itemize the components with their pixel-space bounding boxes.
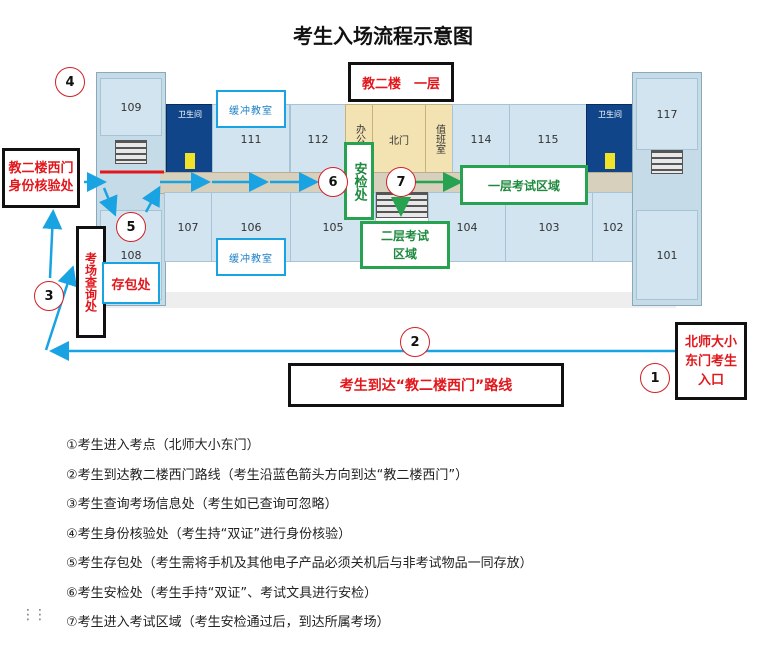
right-wc-label: 卫生间 [598,110,622,119]
step-1-marker: 1 [640,363,670,393]
info-desk-text: 考场查询处 [83,252,98,312]
bag-storage-label: 存包处 [102,262,160,304]
room-117-label: 117 [656,107,678,121]
route-arrow-5b [99,187,118,217]
room-109: 109 [100,78,162,136]
entrance-label: 北师大小东门考生入口 [675,322,747,400]
step-2-marker: 2 [400,327,430,357]
floor-shadow [96,292,676,308]
legend-item: ⑤考生存包处（考生需将手机及其他电子产品必须关机后与非考试物品一同存放） [66,556,533,571]
room-112-label: 112 [307,132,329,146]
floor2-area-label: 二层考试区域 [360,221,450,269]
step-6-marker: 6 [318,167,348,197]
duty-room: 值班室 [425,104,453,174]
step-4-marker: 4 [55,67,85,97]
id-check-label: 教二楼西门身份核验处 [2,148,80,208]
step-3-marker: 3 [34,281,64,311]
route-label: 考生到达“教二楼西门”路线 [288,363,564,407]
north-gate-label: 北门 [389,135,409,147]
building-floor-label: 教二楼 一层 [348,62,454,102]
room-103-label: 103 [538,220,560,234]
route-arrow-4 [42,209,63,279]
buffer-room-top-label: 缓冲教室 [216,90,286,128]
room-115: 115 [509,104,587,174]
stairs-left [115,140,147,164]
left-wc-label: 卫生间 [178,110,202,119]
info-desk-label: 考场查询处 [76,226,106,338]
legend-item: ③考生查询考场信息处（考生如已查询可忽略） [66,497,338,512]
room-101-label: 101 [656,248,678,262]
room-106-label: 106 [240,220,262,234]
drag-handle-icon[interactable]: ⋮⋮ [21,607,47,623]
step-5-marker: 5 [116,212,146,242]
room-109-label: 109 [120,100,142,114]
step-7-marker: 7 [386,167,416,197]
duty-room-label: 值班室 [433,124,445,154]
room-112: 112 [290,104,346,174]
room-101: 101 [636,210,698,300]
room-108-label: 108 [120,248,142,262]
room-107-label: 107 [177,220,199,234]
legend-item: ⑦考生进入考试区域（考生安检通过后，到达所属考场） [66,615,390,630]
room-111-label: 111 [240,132,262,146]
elevator-icon [605,153,615,169]
route-arrow-5c [142,185,161,213]
room-102-label: 102 [602,220,624,234]
office-label: 办公室 [353,124,365,154]
buffer-room-bottom-label: 缓冲教室 [216,238,286,276]
room-115-label: 115 [537,132,559,146]
room-117: 117 [636,78,698,150]
legend-item: ②考生到达教二楼西门路线（考生沿蓝色箭头方向到达“教二楼西门”） [66,467,469,483]
legend: ①考生进入考点（北师大小东门） ②考生到达教二楼西门路线（考生沿蓝色箭头方向到达… [66,436,533,643]
legend-item: ⑥考生安检处（考生手持“双证”、考试文具进行安检） [66,585,378,601]
security-label: 安检处 [344,142,374,220]
security-text: 安检处 [351,161,367,201]
floor1-area-label: 一层考试区域 [460,165,588,205]
room-114-label: 114 [470,132,492,146]
elevator-icon [185,153,195,169]
right-wc: 卫生间 [586,104,634,176]
room-104-label: 104 [456,220,478,234]
stairs-right [651,150,683,174]
legend-item: ①考生进入考点（北师大小东门） [66,438,260,453]
route-arrow-3 [44,265,77,351]
room-105-label: 105 [322,220,344,234]
page-title: 考生入场流程示意图 [293,24,473,48]
legend-item: ④考生身份核验处（考生持“双证”进行身份核验） [66,526,352,542]
